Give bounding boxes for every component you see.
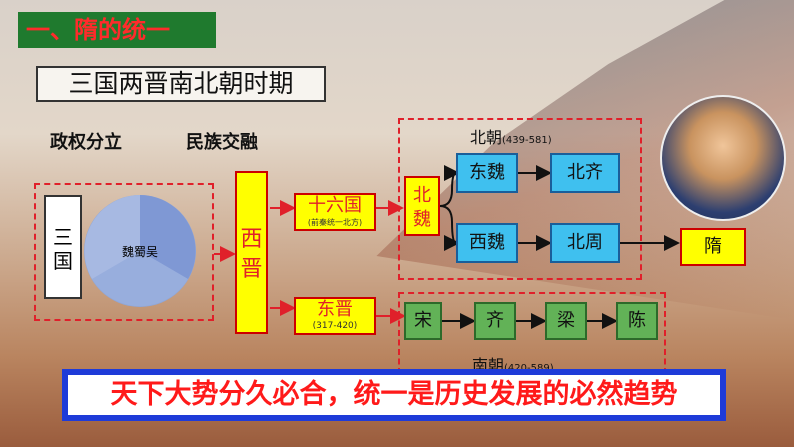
south-liang: 梁 xyxy=(545,302,587,340)
label-division: 政权分立 xyxy=(50,132,122,153)
conclusion-banner: 天下大势分久必合，统一是历史发展的必然趋势 xyxy=(62,369,726,421)
sanguo-pie: 魏蜀吴 xyxy=(84,195,196,307)
label-integration: 民族交融 xyxy=(186,132,258,153)
south-chen: 陈 xyxy=(616,302,658,340)
xijin-box: 西晋 xyxy=(235,171,268,334)
sui-box: 隋 xyxy=(680,228,746,266)
beiwei-box: 北魏 xyxy=(404,176,440,236)
sanguo-group xyxy=(34,183,214,321)
section-subtitle: 三国两晋南北朝时期 xyxy=(36,66,326,102)
xiwei-box: 西魏 xyxy=(456,223,518,263)
dongwei-box: 东魏 xyxy=(456,153,518,193)
nanchao-years: (420-589) xyxy=(504,363,554,374)
beichao-group xyxy=(398,118,642,280)
dongjin-box: 东晋 (317-420) xyxy=(294,297,376,335)
dongjin-years: (317-420) xyxy=(312,321,358,331)
beichao-name: 北朝 xyxy=(470,128,503,147)
shiliuguo-box: 十六国 (前秦统一北方) xyxy=(294,193,376,231)
south-qi: 齐 xyxy=(474,302,516,340)
beichao-years: (439-581) xyxy=(502,135,552,146)
beiqi-box: 北齐 xyxy=(550,153,620,193)
shiliuguo-note: (前秦统一北方) xyxy=(307,218,363,227)
pie-slice-wei xyxy=(140,195,196,279)
pie-slice-shu xyxy=(92,251,188,307)
south-song: 宋 xyxy=(404,302,442,340)
beizhou-box: 北周 xyxy=(550,223,620,263)
dongjin-label: 东晋 xyxy=(317,299,353,320)
sanguo-label: 三国 xyxy=(44,195,82,299)
pie-label: 魏蜀吴 xyxy=(122,244,158,259)
beichao-label: 北朝(439-581) xyxy=(470,124,552,148)
pie-slice-wu xyxy=(84,195,140,279)
emperor-portrait xyxy=(660,95,786,221)
shiliuguo-label: 十六国 xyxy=(308,195,362,216)
page-title: 一、隋的统一 xyxy=(18,12,216,48)
